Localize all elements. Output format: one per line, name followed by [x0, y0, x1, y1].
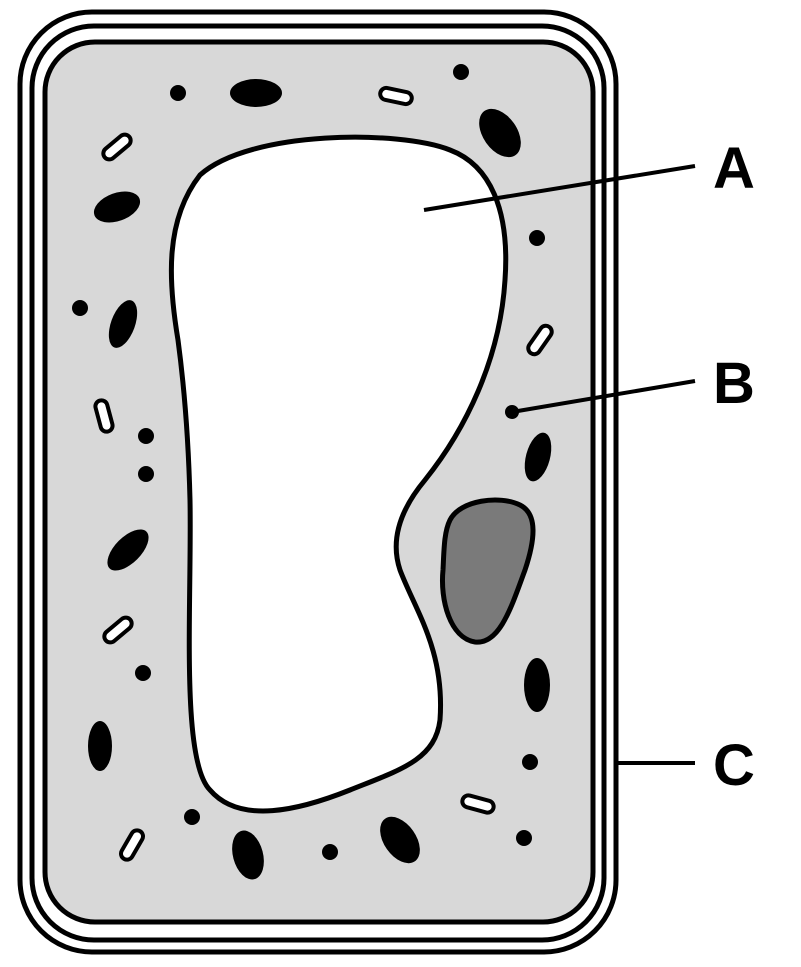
label-a: A	[713, 136, 755, 201]
granule	[184, 809, 200, 825]
granule	[453, 64, 469, 80]
label-c: C	[713, 733, 755, 798]
granule	[138, 466, 154, 482]
granule	[516, 830, 532, 846]
label-b: B	[713, 351, 755, 416]
granule	[138, 428, 154, 444]
granule	[322, 844, 338, 860]
chloroplast	[88, 721, 112, 771]
chloroplast	[524, 658, 550, 712]
granule	[522, 754, 538, 770]
granule	[135, 665, 151, 681]
granule	[170, 85, 186, 101]
granule	[529, 230, 545, 246]
chloroplast	[230, 79, 282, 107]
granule	[72, 300, 88, 316]
